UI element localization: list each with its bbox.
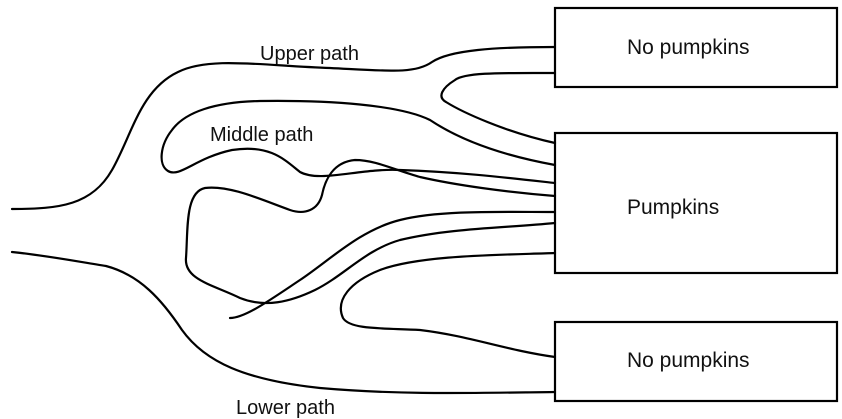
box-no-pumpkins-bottom [553, 320, 839, 403]
box-top-label: No pumpkins [627, 36, 750, 59]
box-no-pumpkins-top [553, 6, 839, 89]
outer-wall-top [10, 45, 557, 211]
lower-path-label: Lower path [236, 397, 335, 419]
upper-middle-divider [160, 99, 557, 185]
box-bottom-label: No pumpkins [627, 349, 750, 372]
outer-wall-bottom [10, 250, 557, 395]
box-middle-label: Pumpkins [627, 196, 719, 219]
box-pumpkins [553, 131, 839, 275]
middle-path-lower-wall [184, 158, 557, 305]
lower-path-tongue [228, 210, 557, 320]
upper-path-inner-wall [440, 71, 557, 145]
upper-path-label: Upper path [260, 43, 359, 65]
middle-path-label: Middle path [210, 124, 313, 146]
lower-path-inner-wall [339, 251, 557, 359]
